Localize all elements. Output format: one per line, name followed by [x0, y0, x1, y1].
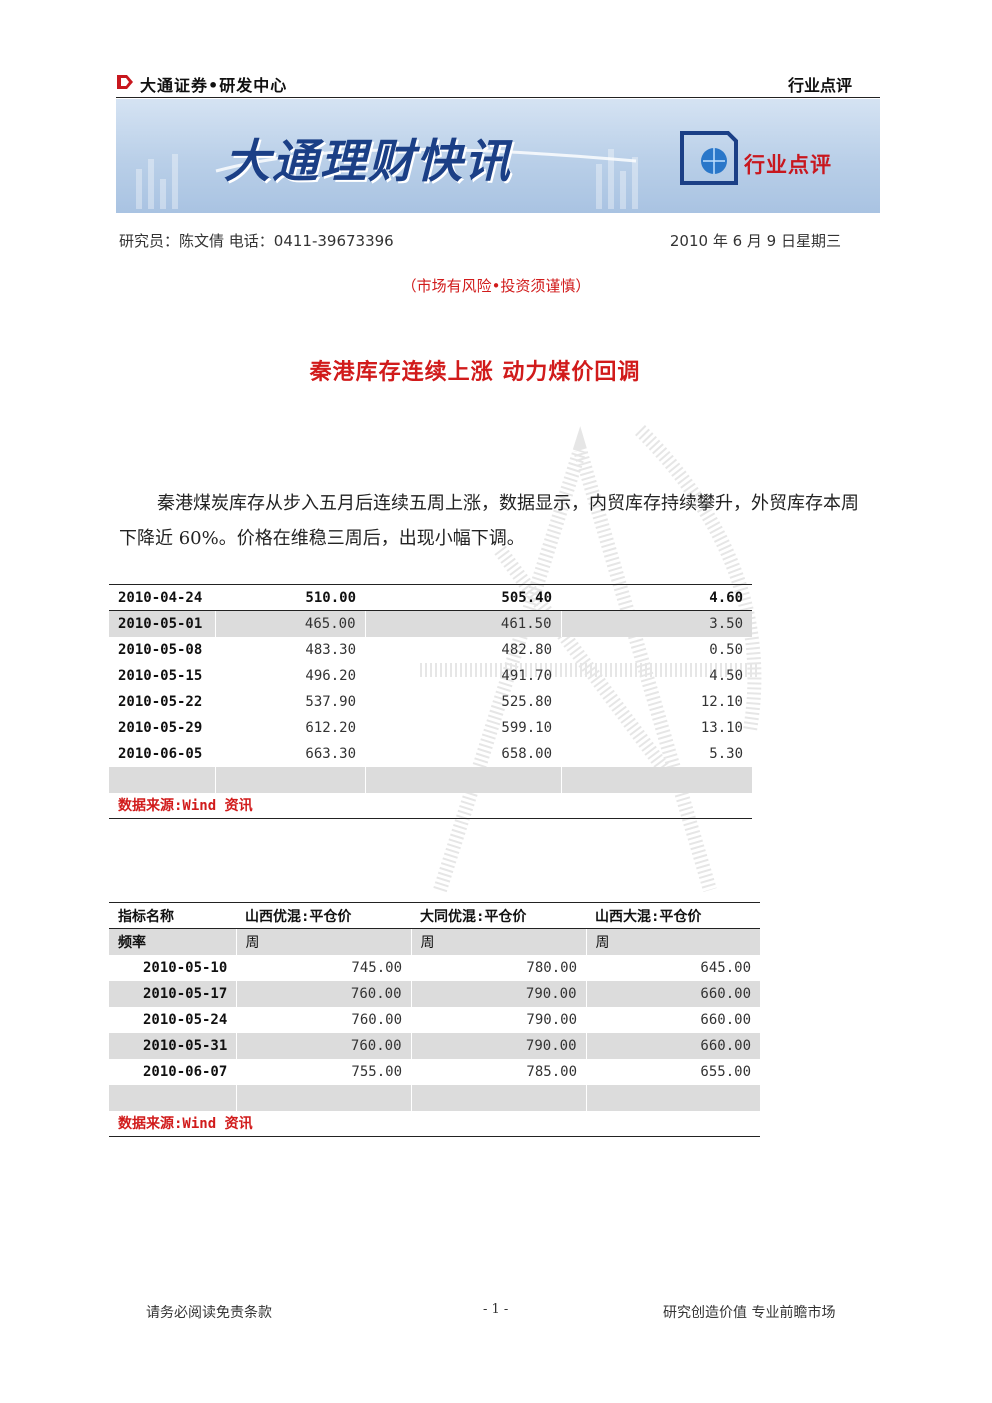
table-header-row: 指标名称 山西优混:平仓价 大同优混:平仓价 山西大混:平仓价: [109, 902, 760, 929]
data-source: 数据来源:Wind 资讯: [118, 1116, 253, 1133]
table-cell: 525.80: [501, 693, 552, 710]
table-cell: 496.20: [305, 667, 356, 684]
table-cell: 780.00: [526, 959, 577, 976]
page-number: - 1 -: [483, 1302, 509, 1317]
table-cell: 465.00: [214, 610, 365, 637]
table-cell: 745.00: [351, 959, 402, 976]
company-logo-icon: [117, 75, 133, 89]
table-row: 2010-05-29 612.20 599.10 13.10: [109, 715, 752, 741]
data-source: 数据来源:Wind 资讯: [118, 798, 253, 815]
table-cell: 2010-05-10: [143, 959, 228, 976]
table-cell: 2010-05-31: [109, 1032, 236, 1059]
table-cell: 645.00: [700, 959, 751, 976]
table-row: 2010-05-08 483.30 482.80 0.50: [109, 637, 752, 663]
table-cell: 482.80: [501, 641, 552, 658]
table-cell: 790.00: [410, 980, 586, 1007]
table-cell: 760.00: [235, 980, 411, 1007]
column-header: 山西优混:平仓价: [236, 902, 411, 929]
table-cell: 760.00: [235, 1032, 411, 1059]
footer-slogan: 研究创造价值 专业前瞻市场: [663, 1305, 836, 1321]
table-cell: 790.00: [410, 1032, 586, 1059]
table-cell: 2010-06-05: [118, 745, 203, 762]
table-row: 2010-05-01 465.00 461.50 3.50: [109, 610, 752, 637]
table-cell: 760.00: [351, 1011, 402, 1028]
table-cell: 785.00: [526, 1063, 577, 1080]
table-source-row: 数据来源:Wind 资讯: [109, 1111, 760, 1137]
table-row-empty: [109, 1084, 760, 1111]
table-cell: 周: [235, 928, 411, 955]
table-cell: 2010-05-08: [118, 641, 203, 658]
table-cell: 755.00: [351, 1063, 402, 1080]
table-cell: 频率: [109, 928, 236, 955]
table-row: 2010-05-17 760.00 790.00 660.00: [109, 980, 760, 1007]
table-cell: 周: [585, 928, 760, 955]
table-row: 2010-05-10 745.00 780.00 645.00: [109, 955, 760, 981]
table-source-row: 数据来源:Wind 资讯: [109, 793, 752, 819]
table-cell: 4.60: [561, 584, 752, 611]
report-banner: 大通理财快讯 行业点评: [116, 99, 880, 213]
table-cell: 4.50: [709, 667, 743, 684]
column-header: 大同优混:平仓价: [411, 902, 586, 929]
frequency-row: 频率 周 周 周: [109, 928, 760, 955]
table-cell: 3.50: [560, 610, 752, 637]
table-cell: 660.00: [585, 980, 760, 1007]
report-meta: 研究员：陈文倩 电话：0411-39673396 2010 年 6 月 9 日星…: [119, 230, 841, 254]
table-cell: 599.10: [501, 719, 552, 736]
risk-notice: （市场有风险•投资须谨慎）: [401, 277, 591, 295]
table-cell: 491.70: [501, 667, 552, 684]
doc-type: 行业点评: [787, 76, 852, 95]
table-row: 2010-05-24 760.00 790.00 660.00: [109, 1007, 760, 1033]
coal-price-table: 指标名称 山西优混:平仓价 大同优混:平仓价 山西大混:平仓价 频率 周 周 周…: [109, 902, 760, 1137]
page-footer: 请务必阅读免责条款 - 1 - 研究创造价值 专业前瞻市场: [0, 1302, 992, 1324]
table-cell: 5.30: [709, 745, 743, 762]
report-date: 2010 年 6 月 9 日星期三: [669, 232, 841, 250]
table-cell: 612.20: [305, 719, 356, 736]
column-header: 山西大混:平仓价: [586, 902, 760, 929]
table-cell: 483.30: [305, 641, 356, 658]
table-cell: 2010-05-01: [109, 610, 215, 637]
table-row-empty: [109, 766, 752, 793]
table-cell: 周: [410, 928, 586, 955]
table-row: 2010-05-31 760.00 790.00 660.00: [109, 1032, 760, 1059]
globe-frame-icon: [680, 131, 738, 185]
table-cell: 537.90: [305, 693, 356, 710]
page-header: 大通证券•研发中心 行业点评: [116, 70, 880, 98]
report-title: 秦港库存连续上涨 动力煤价回调: [309, 360, 641, 385]
table-cell: 510.00: [215, 584, 365, 611]
table-cell: 0.50: [709, 641, 743, 658]
table-cell: 660.00: [700, 1011, 751, 1028]
inventory-table: 2010-04-24 510.00 505.40 4.60 2010-05-01…: [109, 584, 752, 819]
table-cell: 505.40: [365, 584, 561, 611]
table-cell: 663.30: [305, 745, 356, 762]
table-cell: 660.00: [585, 1032, 760, 1059]
table-cell: 2010-05-24: [143, 1011, 228, 1028]
table-row: 2010-04-24 510.00 505.40 4.60: [109, 584, 752, 611]
banner-tag: 行业点评: [744, 153, 832, 177]
table-cell: 2010-05-22: [118, 693, 203, 710]
table-cell: 2010-05-15: [118, 667, 203, 684]
table-cell: 2010-04-24: [109, 584, 215, 611]
table-cell: 790.00: [526, 1011, 577, 1028]
table-row: 2010-06-05 663.30 658.00 5.30: [109, 741, 752, 767]
disclaimer-note: 请务必阅读免责条款: [146, 1305, 272, 1321]
summary-paragraph: 秦港煤炭库存从步入五月后连续五周上涨，数据显示，内贸库存持续攀升，外贸库存本周下…: [119, 493, 859, 549]
table-row: 2010-06-07 755.00 785.00 655.00: [109, 1059, 760, 1085]
table-cell: 2010-05-17: [109, 980, 236, 1007]
table-cell: 2010-06-07: [143, 1063, 228, 1080]
org-name: 大通证券•研发中心: [140, 76, 288, 95]
researcher-info: 研究员：陈文倩 电话：0411-39673396: [119, 232, 394, 250]
banner-title: 大通理财快讯: [224, 134, 512, 188]
table-cell: 461.50: [364, 610, 561, 637]
table-cell: 655.00: [700, 1063, 751, 1080]
banner-background: [136, 148, 638, 209]
column-header: 指标名称: [109, 902, 236, 929]
table-row: 2010-05-22 537.90 525.80 12.10: [109, 689, 752, 715]
table-row: 2010-05-15 496.20 491.70 4.50: [109, 663, 752, 689]
table-cell: 13.10: [700, 719, 743, 736]
table-cell: 12.10: [700, 693, 743, 710]
table-cell: 658.00: [501, 745, 552, 762]
table-cell: 2010-05-29: [118, 719, 203, 736]
